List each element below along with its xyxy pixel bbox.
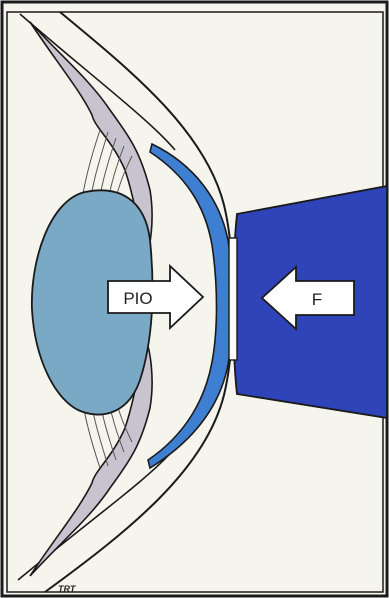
probe-contact-tip (229, 238, 237, 360)
pio-label: PIO (123, 289, 152, 308)
force-label: F (312, 290, 322, 309)
artist-signature: TRT (58, 584, 77, 594)
